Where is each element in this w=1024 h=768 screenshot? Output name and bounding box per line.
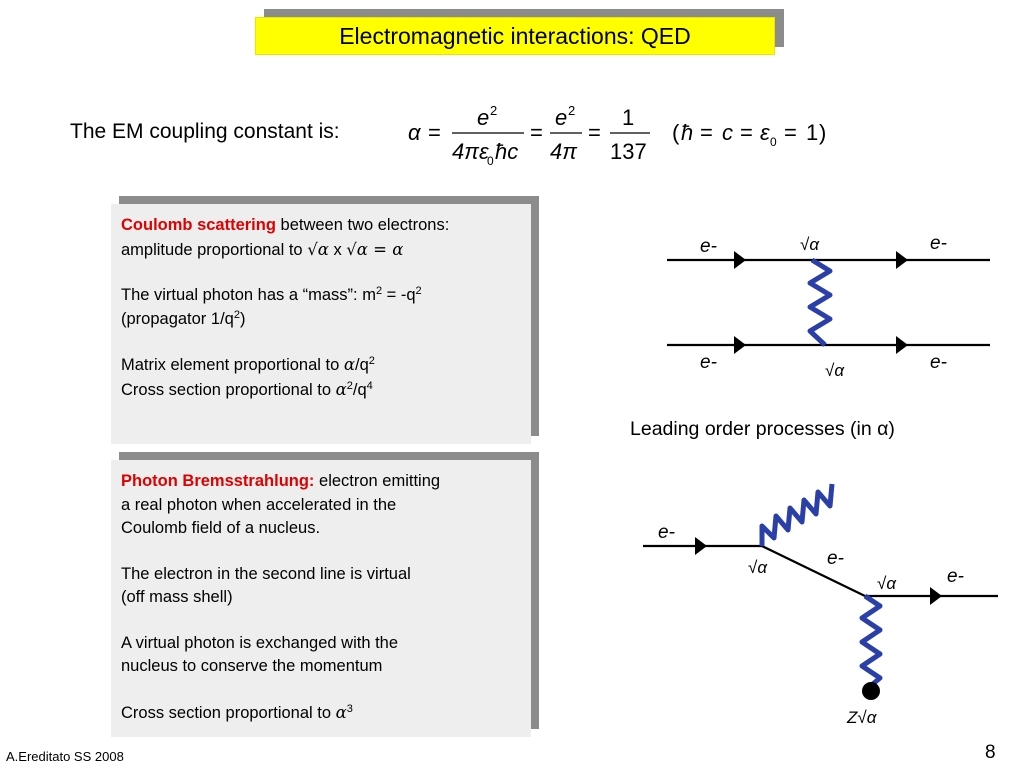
d2-label-e-in: e-: [658, 522, 675, 543]
d1-vertex-top: √α: [800, 235, 820, 254]
arrow-bottom-left: [734, 336, 746, 354]
coulomb-line-5-alpha: α: [343, 355, 356, 374]
real-photon: [759, 483, 835, 546]
d2-vertex-exchange: √α: [877, 574, 897, 593]
brem-line-5: (off mass shell): [121, 588, 233, 606]
d2-vertex-emission: √α: [748, 558, 768, 577]
coulomb-line-6: Cross section proportional to α2/q4: [121, 378, 521, 403]
footer-author: A.Ereditato SS 2008: [6, 749, 124, 764]
coulomb-line-3-text: The virtual photon has a “mass”: m: [121, 286, 376, 304]
brem-heading: Photon Bremsstrahlung:: [121, 472, 315, 490]
nucleus: [862, 682, 880, 700]
leading-order-caption: Leading order processes (in α): [630, 418, 895, 440]
coulomb-line-4-text: (propagator 1/q: [121, 309, 234, 328]
units-c: c: [722, 120, 733, 145]
coulomb-line-6-tail: /q: [352, 380, 367, 399]
bremsstrahlung-feynman-diagram: e- e- e- √α √α Z√α: [643, 483, 998, 727]
units-one: 1: [806, 120, 818, 145]
brem-line-8-sup: 3: [346, 702, 353, 715]
brem-line-6: A virtual photon is exchanged with the: [121, 633, 399, 652]
formula-den1-sub: 0: [487, 154, 494, 168]
virtual-electron: [761, 545, 866, 597]
coulomb-line-2-text: amplitude proportional to: [121, 240, 308, 259]
exchanged-photon: [859, 593, 883, 690]
d1-label-e-bottom-right: e-: [930, 352, 947, 373]
formula-num2-sq: 2: [568, 103, 575, 118]
brem-panel: Photon Bremsstrahlung: electron emitting…: [111, 460, 531, 737]
formula-num1-sq: 2: [490, 103, 497, 118]
units-eq1: =: [700, 120, 713, 145]
units-close: ): [819, 120, 826, 145]
coulomb-line-4-end: ): [239, 309, 246, 328]
arrow-outgoing: [930, 587, 942, 605]
d2-label-e-out: e-: [947, 566, 964, 587]
coulomb-line-6-sup1: 2: [346, 379, 353, 392]
brem-line-1-rest: electron emitting: [314, 472, 441, 490]
coulomb-panel: Coulomb scattering between two electrons…: [111, 204, 531, 444]
formula-eq2: =: [530, 120, 543, 145]
formula-den1: 4πε: [452, 139, 489, 164]
brem-line-4: The electron in the second line is virtu…: [121, 564, 411, 583]
coulomb-line-4-sup: 2: [233, 308, 240, 321]
coulomb-sqrt-alpha-a: √α: [307, 239, 329, 259]
coulomb-line-6-sup2: 4: [366, 379, 373, 392]
arrow-incoming: [695, 537, 707, 555]
coulomb-line-5-tail: /q: [355, 356, 369, 374]
brem-line-1: Photon Bremsstrahlung: electron emitting: [121, 470, 521, 494]
d1-vertex-bottom: √α: [825, 361, 845, 380]
coulomb-line-1: Coulomb scattering between two electrons…: [121, 214, 521, 238]
coulomb-line-3: The virtual photon has a “mass”: m2 = -q…: [121, 284, 521, 308]
brem-line-2: a real photon when accelerated in the: [121, 495, 397, 514]
formula-eq1: =: [428, 120, 441, 145]
arrow-top-right: [896, 251, 908, 269]
arrow-bottom-right: [896, 336, 908, 354]
d1-label-e-top-right: e-: [930, 233, 947, 254]
coulomb-line-5-text: Matrix element proportional to: [121, 356, 344, 374]
coulomb-feynman-diagram: e- e- e- e- √α √α: [667, 233, 990, 380]
brem-line-8-text: Cross section proportional to: [121, 703, 336, 722]
coupling-label: The EM coupling constant is:: [70, 120, 340, 143]
arrow-top-left: [734, 251, 746, 269]
slide-title: Electromagnetic interactions: QED: [255, 17, 775, 55]
formula-num2: e: [555, 105, 567, 130]
d1-label-e-top-left: e-: [700, 236, 717, 257]
formula-den2: 4π: [550, 139, 578, 164]
formula-den3: 137: [610, 139, 647, 164]
page-number: 8: [985, 742, 996, 763]
formula-num3: 1: [622, 105, 634, 130]
coulomb-sqrt-alpha-b: √α = α: [346, 239, 404, 259]
brem-line-3: Coulomb field of a nucleus.: [121, 519, 321, 537]
d1-label-e-bottom-left: e-: [700, 352, 717, 373]
units-open: (: [672, 120, 680, 145]
coulomb-line-6-text: Cross section proportional to: [121, 380, 336, 399]
units-eps-sub: 0: [770, 135, 777, 149]
coulomb-times: x: [328, 240, 347, 259]
coulomb-line-3-mid: = -q: [382, 286, 416, 304]
formula-alpha: α: [408, 120, 422, 145]
units-eps: ε: [760, 120, 770, 145]
coulomb-line-3-sup2: 2: [415, 285, 422, 297]
coulomb-line-1-rest: between two electrons:: [275, 216, 450, 234]
d2-label-e-virtual: e-: [827, 548, 844, 569]
slide-title-text: Electromagnetic interactions: QED: [339, 22, 691, 49]
units-eq3: =: [784, 120, 797, 145]
formula-num1: e: [477, 105, 489, 130]
coulomb-line-3-sup1: 2: [375, 285, 383, 297]
brem-line-8-alpha: α: [335, 702, 347, 722]
units-eq2: =: [740, 120, 753, 145]
brem-line-8: Cross section proportional to α3: [121, 701, 521, 726]
coulomb-line-5: Matrix element proportional to α/q2: [121, 353, 521, 378]
coulomb-heading: Coulomb scattering: [121, 216, 276, 234]
coulomb-line-5-sup: 2: [368, 355, 375, 367]
coulomb-line-6-alpha: α: [335, 379, 347, 399]
virtual-photon: [807, 257, 833, 347]
coulomb-line-2: amplitude proportional to √α x √α = α: [121, 238, 521, 263]
units-hbar: ħ: [681, 120, 693, 145]
brem-line-7: nucleus to conserve the momentum: [121, 657, 383, 675]
formula-den1-tail: ħc: [495, 139, 518, 164]
formula-eq3: =: [588, 120, 601, 145]
d2-nucleus-label: Z√α: [846, 708, 878, 727]
coupling-formula: α = e 2 4πε 0 ħc = e 2 4π = 1 137 ( ħ = …: [408, 103, 826, 168]
coulomb-line-4: (propagator 1/q2): [121, 308, 521, 332]
